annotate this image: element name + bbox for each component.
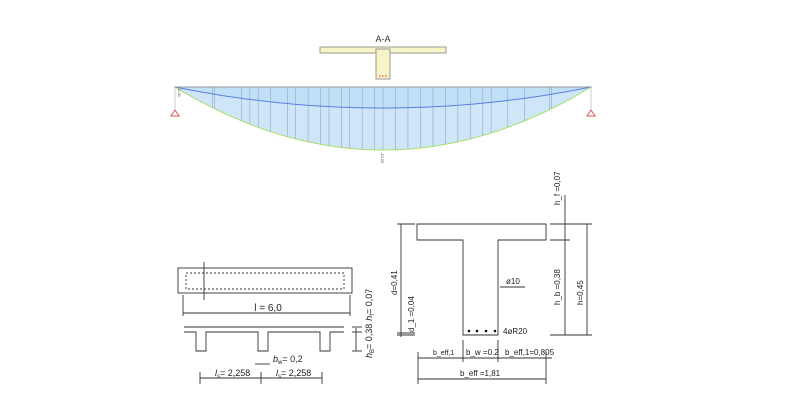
ls-sub-2: s	[278, 374, 281, 380]
beff1-right-dim: b_eff,1=0,805	[505, 348, 555, 357]
hb-symbol: h	[364, 353, 374, 358]
ls-sub-1: s	[217, 374, 220, 380]
hf-symbol: h	[364, 316, 374, 321]
bw-value: = 0,2	[282, 354, 302, 364]
rebar-dots	[467, 329, 497, 333]
ls-value-1: = 2,258	[220, 368, 250, 378]
ls-symbol-2: l	[276, 368, 279, 378]
section-label: A-A	[375, 34, 390, 44]
svg-text:ls= 2,258: ls= 2,258	[276, 368, 311, 380]
slab-drawing	[177, 262, 362, 384]
h-dim: h=0,45	[576, 280, 585, 305]
span-label: l = 6,0	[254, 303, 282, 314]
hf-value: = 0,07	[364, 289, 374, 314]
hb-dim: h_b =0,38	[553, 269, 562, 305]
tbeam-labels: ø10 4øR20 h_f =0,07 h_b =0,38 h=0,45 d=0…	[390, 171, 585, 378]
svg-text:ls= 2,258: ls= 2,258	[215, 368, 250, 380]
bw-symbol: b	[273, 354, 278, 364]
rebar-label: 4øR20	[503, 327, 528, 336]
cross-section-icon	[319, 46, 447, 80]
bw-dim: b_w =0.2	[466, 348, 499, 357]
ls-symbol-1: l	[215, 368, 218, 378]
d-dim: d=0,41	[390, 270, 399, 295]
beff-dim: b_eff =1,81	[460, 369, 501, 378]
tbeam-drawing	[397, 195, 592, 384]
hf-dim: h_f =0,07	[553, 171, 562, 205]
d1-dim: d_1 =0,04	[407, 296, 416, 332]
hb-value: = 0,38	[364, 324, 374, 349]
hb-sub: B	[370, 349, 376, 353]
hf-sub: f	[370, 314, 376, 316]
beff1-left-dim: b_eff,1	[433, 350, 454, 357]
moment-diagram: 0.00 -15.65	[170, 86, 596, 164]
left-support-icon	[170, 109, 180, 117]
moment-hatching	[212, 87, 552, 150]
svg-text:hB= 0,38hf= 0,07: hB= 0,38hf= 0,07	[364, 289, 376, 358]
left-moment-value: 0.00	[177, 89, 182, 98]
moment-line	[174, 86, 592, 109]
max-moment-value: -15.65	[380, 152, 385, 164]
svg-text:bw= 0,2: bw= 0,2	[273, 354, 303, 366]
slab-labels: bw= 0,2 ls= 2,258 ls= 2,258 hB= 0,38hf= …	[215, 289, 376, 380]
stirrup-label: ø10	[506, 277, 520, 286]
bw-sub: w	[277, 360, 283, 366]
ls-value-2: = 2,258	[281, 368, 311, 378]
right-support-icon	[586, 109, 596, 117]
